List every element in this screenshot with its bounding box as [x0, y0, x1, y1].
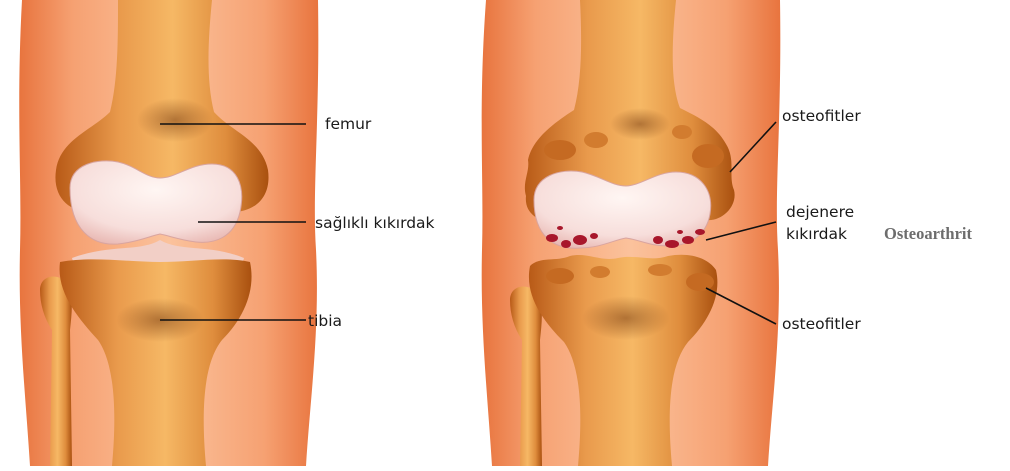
label-osteophytes-bottom: osteofitler: [782, 314, 861, 334]
label-osteophytes-top: osteofitler: [782, 106, 861, 126]
label-degenerate-line2: kıkırdak: [786, 224, 847, 244]
healthy-knee: [19, 0, 318, 466]
osteoarthritis-title: Osteoarthrit: [884, 224, 972, 244]
label-healthy-cartilage: sağlıklı kıkırdak: [315, 213, 435, 233]
label-tibia: tibia: [308, 311, 342, 331]
label-degenerate-line1: dejenere: [786, 202, 854, 222]
label-femur: femur: [325, 114, 371, 134]
